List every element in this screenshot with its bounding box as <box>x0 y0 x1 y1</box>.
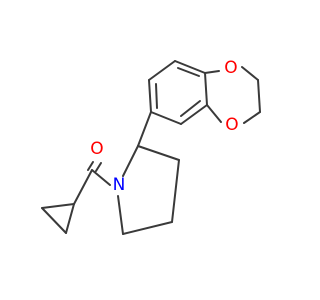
molecule-canvas: O O O N <box>41 58 261 235</box>
oxygen-atom-label: O <box>225 115 238 135</box>
molecule-structure: O O O N <box>41 58 261 235</box>
oxygen-atom-label: O <box>90 139 103 159</box>
nitrogen-atom-label: N <box>113 175 126 195</box>
bond <box>180 104 208 125</box>
bond-layer <box>41 60 261 235</box>
bond <box>117 195 124 235</box>
aromatic-bond <box>177 67 200 77</box>
bond <box>148 79 152 113</box>
bond <box>137 111 152 147</box>
bond <box>150 111 182 125</box>
aromatic-bond <box>180 100 201 117</box>
atom-label-layer: O O O N <box>90 58 238 195</box>
bond <box>41 203 75 209</box>
bond <box>41 207 67 234</box>
bond <box>243 111 261 124</box>
bond <box>148 60 176 81</box>
carbonyl-bond <box>87 161 94 171</box>
carbonyl-bond <box>95 162 102 172</box>
bond <box>206 104 222 123</box>
bond <box>91 169 111 186</box>
bond <box>65 203 75 234</box>
bond <box>204 72 208 106</box>
bond <box>73 169 93 205</box>
bond <box>257 79 261 113</box>
bond <box>137 145 180 161</box>
aromatic-bond <box>155 83 158 109</box>
oxygen-atom-label: O <box>224 58 237 78</box>
bond <box>171 159 180 223</box>
bond <box>122 145 139 177</box>
bond <box>174 60 206 74</box>
bond <box>204 70 220 74</box>
bond <box>241 66 259 81</box>
bond <box>122 221 173 235</box>
